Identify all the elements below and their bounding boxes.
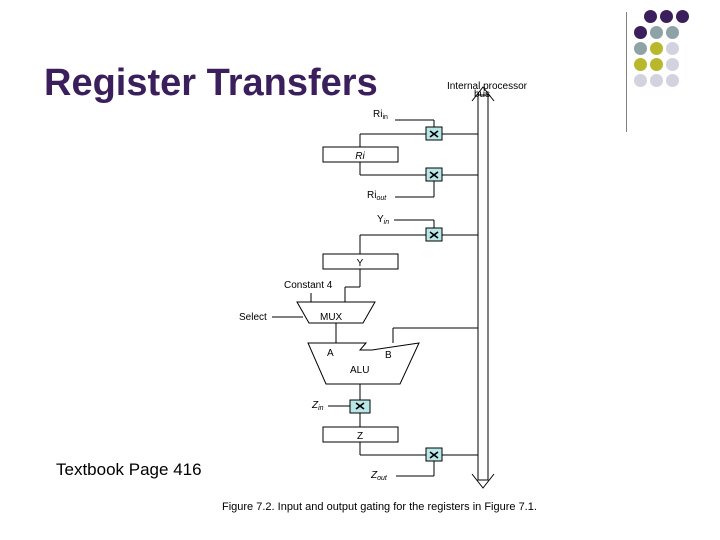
decorative-dot [634, 42, 647, 55]
z-out-label: Zout [370, 470, 388, 482]
bus-label-1: Internal processor [447, 81, 528, 92]
alu-input-a: A [327, 348, 334, 359]
mux-label: MUX [320, 312, 343, 323]
alu [307, 342, 420, 385]
decorative-dot [666, 26, 679, 39]
bus-label-2: bus [474, 89, 490, 100]
decorative-dot [650, 42, 663, 55]
slide-title: Register Transfers [44, 62, 378, 104]
z-register-label: Z [357, 431, 363, 442]
decorative-dot [634, 26, 647, 39]
z-in-label: Zin [311, 400, 324, 412]
decorative-dot [666, 42, 679, 55]
ri-register-label: Ri [355, 151, 365, 162]
decorative-dot [666, 58, 679, 71]
decorative-dot [666, 74, 679, 87]
decorative-dot [676, 10, 689, 23]
constant-label: Constant 4 [284, 280, 333, 291]
select-label: Select [239, 312, 267, 323]
textbook-reference: Textbook Page 416 [56, 460, 202, 479]
ri-in-label: Riin [373, 109, 388, 121]
decorative-dot [650, 58, 663, 71]
decorative-dot [660, 10, 673, 23]
ri-out-label: Riout [367, 190, 387, 202]
figure-caption: Figure 7.2. Input and output gating for … [222, 501, 537, 513]
decorative-dot [634, 58, 647, 71]
alu-label: ALU [350, 365, 369, 376]
y-register-label: Y [357, 258, 364, 269]
decorative-dot [650, 74, 663, 87]
decorative-dot [644, 10, 657, 23]
mux [296, 301, 376, 324]
y-in-label: Yin [377, 214, 389, 226]
decorative-dot [634, 74, 647, 87]
alu-input-b: B [385, 350, 392, 361]
internal-bus [477, 94, 489, 481]
decorative-divider [626, 12, 627, 132]
decorative-dot [650, 26, 663, 39]
